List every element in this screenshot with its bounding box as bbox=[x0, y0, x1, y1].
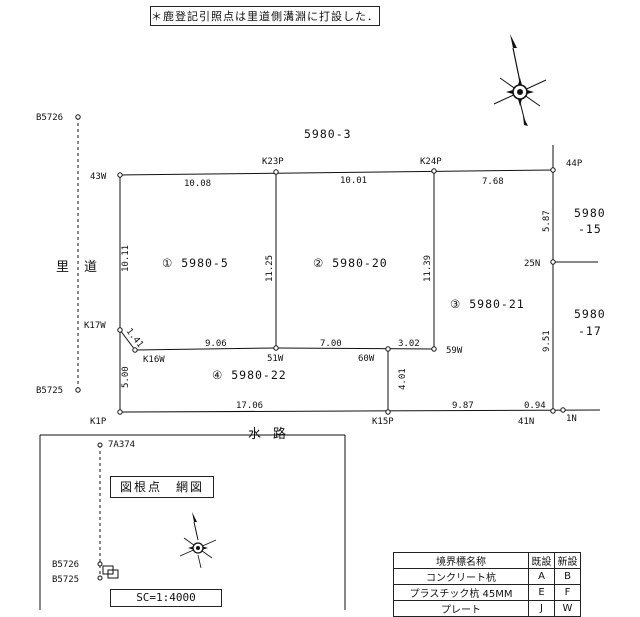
point-label-b5725: B5725 bbox=[36, 386, 63, 396]
road-label-left-1: 里 bbox=[56, 260, 71, 275]
distance-low-a: 9.06 bbox=[205, 339, 227, 349]
lot-label-east-upper-1: 5980 bbox=[574, 206, 606, 220]
point-markers bbox=[75, 114, 566, 415]
lot-label-east-lower-2: -17 bbox=[578, 324, 602, 338]
lot-label-east-upper-2: -15 bbox=[578, 222, 602, 236]
distance-top-a: 10.08 bbox=[184, 179, 211, 189]
lot-label-2: ② 5980-20 bbox=[313, 256, 388, 270]
distance-right-a: 5.87 bbox=[542, 210, 552, 232]
point-label-k1p: K1P bbox=[90, 417, 107, 427]
legend-row-existing: J bbox=[528, 600, 555, 617]
inset-ref-label: 7A374 bbox=[108, 440, 135, 450]
point-label-1n: 1N bbox=[566, 414, 577, 424]
distance-mid-b: 11.39 bbox=[423, 255, 433, 282]
legend-row-existing: A bbox=[528, 568, 555, 585]
distance-low-c: 3.02 bbox=[398, 339, 420, 349]
lot-label-4: ④ 5980-22 bbox=[212, 368, 287, 382]
point-label-41n: 41N bbox=[518, 417, 534, 427]
legend-row-existing: E bbox=[528, 584, 555, 601]
distance-bot-c: 0.94 bbox=[524, 401, 546, 411]
distance-v60: 4.01 bbox=[398, 368, 408, 390]
point-label-44p: 44P bbox=[566, 159, 583, 169]
inset-point-b5725: B5725 bbox=[52, 575, 79, 585]
distance-bot-b: 9.87 bbox=[452, 401, 474, 411]
legend-row-name: プラスチック杭 45MM bbox=[393, 584, 529, 601]
lot-label-3: ③ 5980-21 bbox=[450, 297, 525, 311]
distance-top-b: 10.01 bbox=[340, 176, 367, 186]
inset-frame bbox=[39, 434, 346, 610]
distance-top-c: 7.68 bbox=[482, 177, 504, 187]
point-label-25n: 25N bbox=[524, 259, 540, 269]
road-label-bottom: 水 路 bbox=[248, 426, 288, 442]
distance-mid-a: 11.25 bbox=[265, 255, 275, 282]
boundary-lines bbox=[77, 117, 601, 413]
legend-header-name: 境界標名称 bbox=[393, 552, 529, 569]
inset-point-b5726: B5726 bbox=[52, 560, 79, 570]
boundary-marker-legend: 境界標名称 既設 新設 コンクリート杭 A B プラスチック杭 45MM E F… bbox=[393, 552, 581, 617]
distance-bot-a: 17.06 bbox=[236, 401, 263, 411]
inset-title: 図根点 網図 bbox=[110, 476, 214, 498]
survey-note: ＊鹿登記引照点は里道側溝淵に打設した． bbox=[150, 6, 380, 26]
lot-label-north: 5980-3 bbox=[304, 127, 352, 141]
legend-row-name: コンクリート杭 bbox=[393, 568, 529, 585]
point-label-b5726: B5726 bbox=[36, 113, 63, 123]
distance-low-b: 7.00 bbox=[320, 339, 342, 349]
point-label-k16w: K16W bbox=[143, 355, 165, 365]
legend-row: プレート J W bbox=[393, 600, 581, 617]
lot-label-1: ① 5980-5 bbox=[162, 256, 229, 270]
point-label-k23p: K23P bbox=[262, 157, 284, 167]
distance-left-b: 5.00 bbox=[121, 366, 131, 388]
inset-point-markers bbox=[97, 442, 103, 581]
point-label-43w: 43W bbox=[90, 172, 107, 182]
point-label-k15p: K15P bbox=[372, 417, 394, 427]
legend-header-existing: 既設 bbox=[528, 552, 555, 569]
point-label-51w: 51W bbox=[267, 354, 284, 364]
lot-label-east-lower-1: 5980 bbox=[574, 307, 606, 321]
distance-left-a: 10.11 bbox=[121, 245, 131, 272]
legend-row-name: プレート bbox=[393, 600, 529, 617]
distance-diag: 1.41 bbox=[124, 327, 145, 350]
point-label-k24p: K24P bbox=[420, 157, 442, 167]
legend-header-row: 境界標名称 既設 新設 bbox=[393, 552, 581, 569]
scale-label: SC=1:4000 bbox=[110, 589, 222, 607]
north-arrow-compass-icon bbox=[493, 34, 547, 126]
legend-row-new: F bbox=[554, 584, 581, 601]
point-label-60w: 60W bbox=[358, 354, 375, 364]
legend-row: コンクリート杭 A B bbox=[393, 568, 581, 585]
legend-row-new: B bbox=[554, 568, 581, 585]
road-label-left-2: 道 bbox=[84, 260, 99, 275]
legend-row: プラスチック杭 45MM E F bbox=[393, 584, 581, 601]
point-label-k17w: K17W bbox=[84, 321, 106, 331]
legend-row-new: W bbox=[554, 600, 581, 617]
distance-right-b: 9.51 bbox=[542, 330, 552, 352]
inset-compass-icon bbox=[179, 512, 217, 569]
legend-header-new: 新設 bbox=[554, 552, 581, 569]
point-label-59w: 59W bbox=[446, 346, 463, 356]
